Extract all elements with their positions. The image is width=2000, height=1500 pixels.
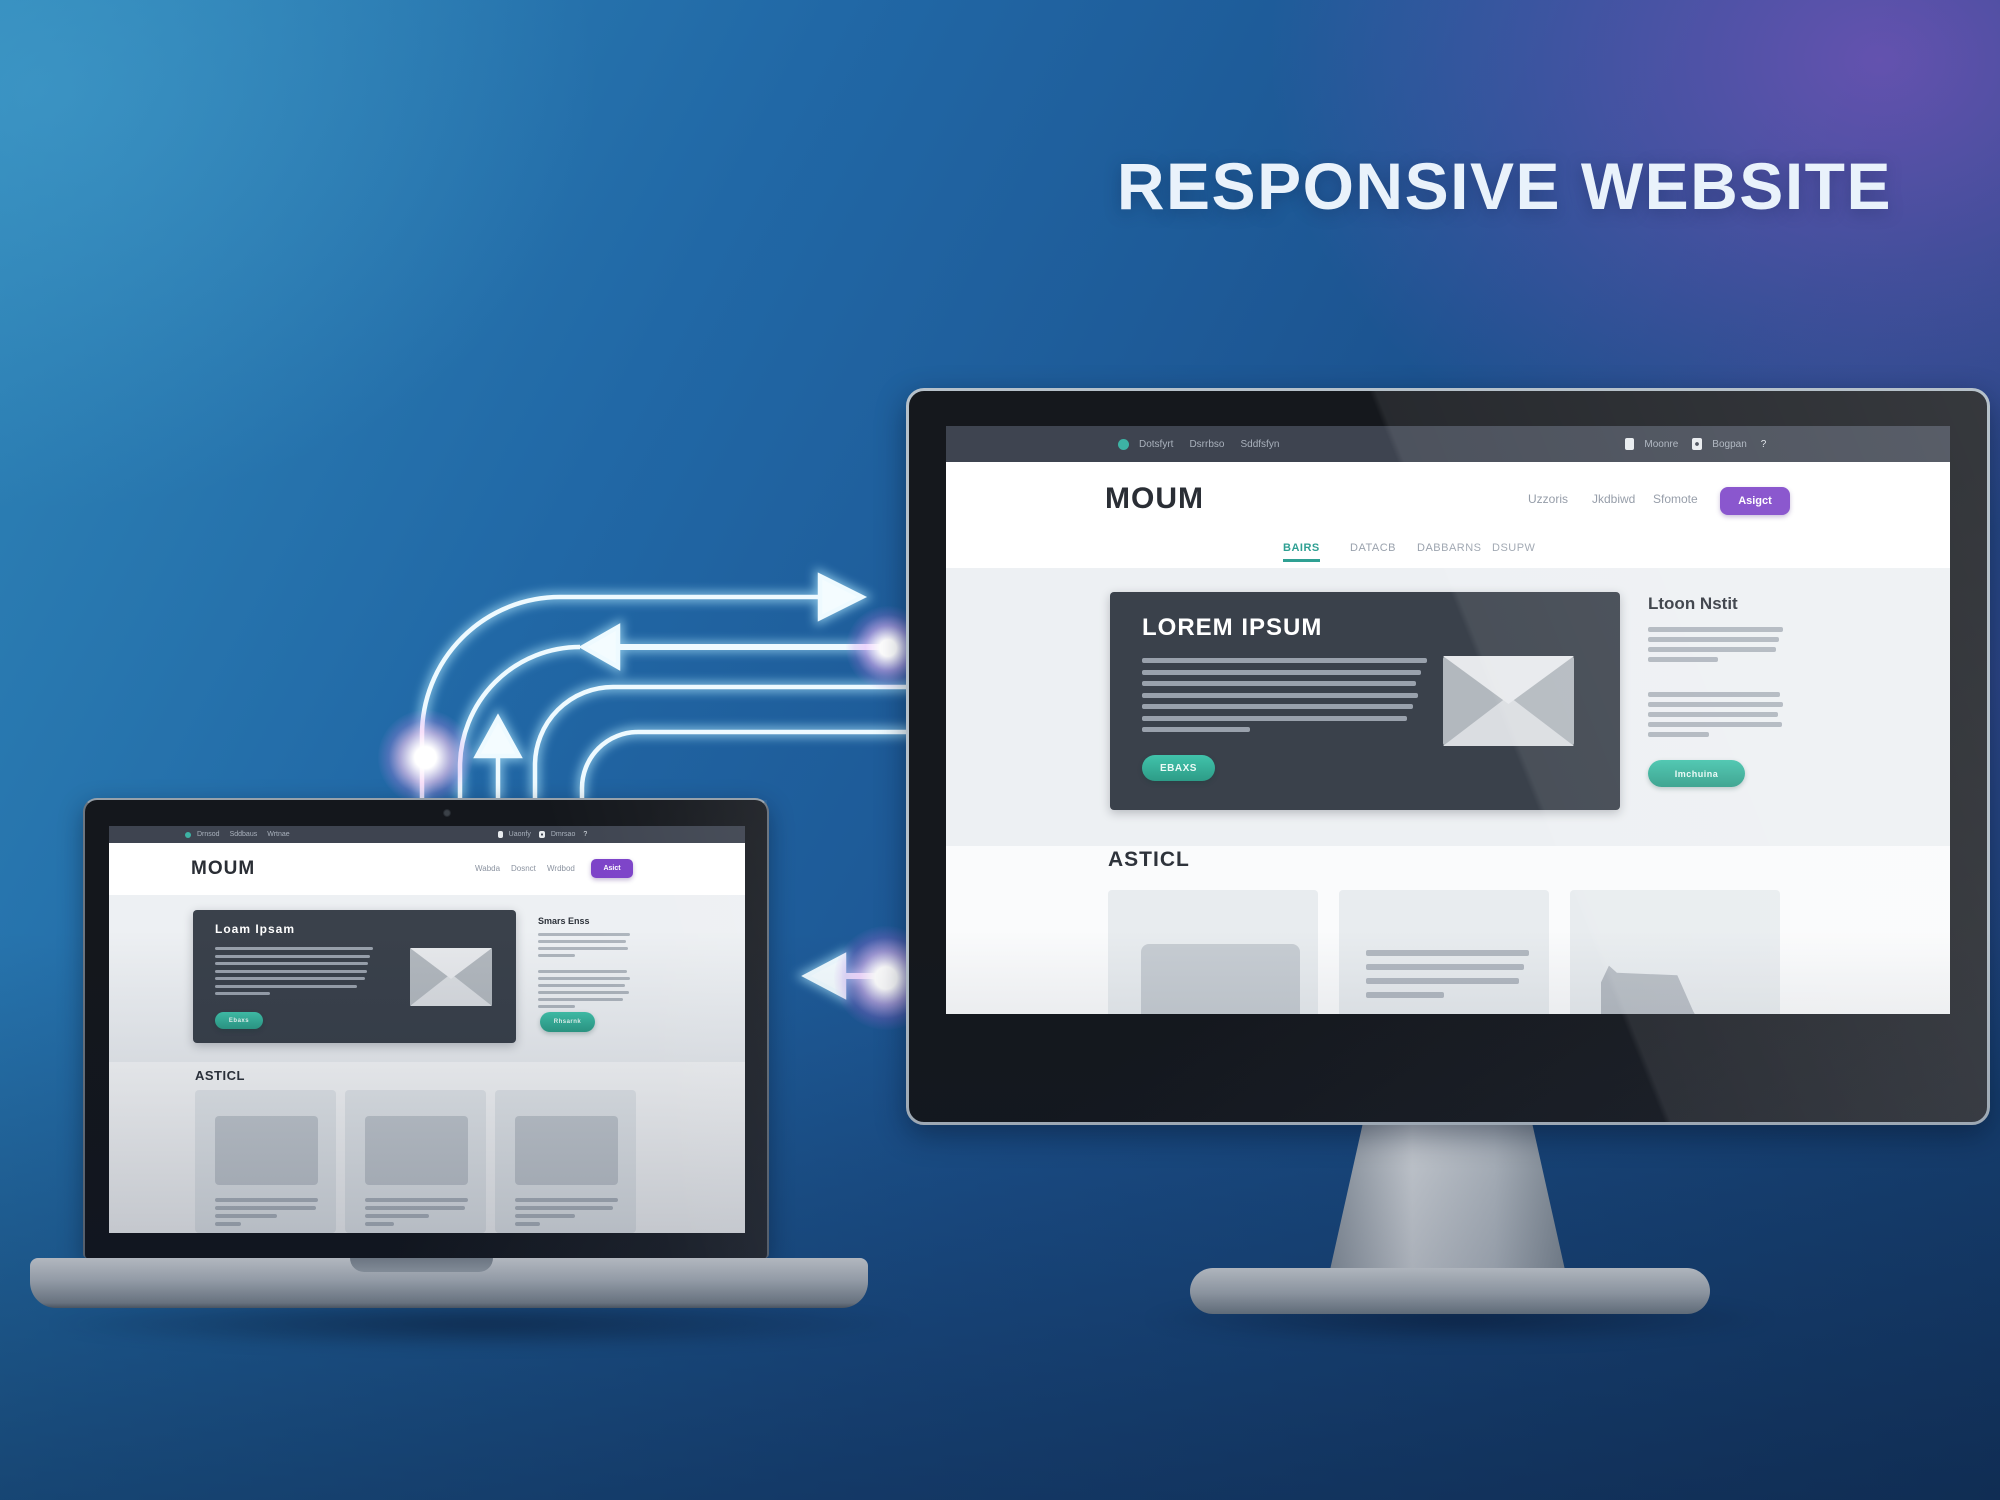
laptop-hero-card: Loam Ipsam Ebaxs: [193, 910, 516, 1043]
logo-dot-icon: [185, 831, 191, 838]
left-arrowhead-icon: [578, 623, 621, 671]
sidebar-paragraph: [538, 933, 630, 961]
topbar-link[interactable]: Sddfsfyn: [1240, 439, 1279, 450]
laptop-topbar: Drnsod Sddbaus Wrtnae Uaonfy Dmrsao ?: [109, 826, 745, 843]
card-placeholder-text: [365, 1198, 468, 1230]
sidebar-heading: Smars Enss: [538, 916, 590, 926]
laptop-articles-section: ASTICL: [109, 1062, 745, 1233]
topbar-link[interactable]: Wrtnae: [267, 831, 289, 838]
up-arrowhead-icon: [473, 713, 523, 759]
article-card-text[interactable]: [1339, 890, 1549, 1014]
card-placeholder-text: [215, 1198, 318, 1230]
monitor-tab-row: BAIRS DATACB DABBARNS DSUPW: [946, 534, 1950, 569]
monitor-site-header: MOUM Uzzoris Jkdbiwd Sfomote Asigct: [946, 462, 1950, 534]
cta-button[interactable]: Asict: [591, 859, 633, 878]
site-logo[interactable]: MOUM: [1105, 482, 1204, 516]
image-placeholder: [515, 1116, 618, 1185]
site-logo[interactable]: MOUM: [191, 858, 255, 880]
laptop-display: Drnsod Sddbaus Wrtnae Uaonfy Dmrsao ? MO…: [109, 826, 745, 1233]
document-icon[interactable]: [1625, 438, 1635, 450]
topbar-link[interactable]: Dsrrbso: [1189, 439, 1224, 450]
nav-link[interactable]: Wrdbod: [547, 864, 575, 873]
hero-cta-button[interactable]: Ebaxs: [215, 1012, 263, 1029]
topbar-link[interactable]: Dmrsao: [551, 831, 576, 838]
sidebar-paragraph: [1648, 627, 1783, 667]
poster-title: RESPONSIVE WEBSITE: [1117, 148, 1892, 224]
image-placeholder: [1141, 944, 1300, 1014]
card-row: [195, 1090, 636, 1233]
nav-link[interactable]: Uzzoris: [1528, 492, 1568, 506]
hero-heading: Loam Ipsam: [215, 922, 295, 936]
logo-dot-icon: [1118, 438, 1129, 450]
tab[interactable]: DSUPW: [1492, 542, 1535, 554]
tab-active[interactable]: BAIRS: [1283, 542, 1320, 562]
monitor-articles-section: ASTICL: [946, 846, 1950, 1014]
nav-link[interactable]: Jkdbiwd: [1592, 492, 1635, 506]
card-row: [1108, 890, 1780, 1014]
notification-icon[interactable]: [538, 831, 545, 838]
section-heading: ASTICL: [1108, 848, 1190, 872]
image-placeholder: [365, 1116, 468, 1185]
envelope-icon: [1443, 656, 1574, 746]
card-placeholder-text: [515, 1198, 618, 1230]
hero-cta-button[interactable]: EBAXS: [1142, 755, 1215, 781]
hero-heading: LOREM IPSUM: [1142, 614, 1322, 642]
arc-line-inner: [579, 729, 912, 800]
laptop-site-header: MOUM Wabda Dosnct Wrdbod Asict: [109, 843, 745, 895]
area-chart-placeholder: [1601, 965, 1695, 1014]
card-placeholder-text: [1366, 950, 1529, 1006]
sidebar-cta-button[interactable]: Rhsarnk: [540, 1012, 595, 1032]
nav-link[interactable]: Wabda: [475, 864, 500, 873]
help-icon[interactable]: ?: [1761, 439, 1767, 450]
topbar-link[interactable]: Uaonfy: [509, 831, 531, 838]
notification-icon[interactable]: [1692, 438, 1703, 450]
sidebar-paragraph: [1648, 692, 1783, 742]
monitor-topbar: Dotsfyrt Dsrrbso Sddfsfyn Moonre Bogpan …: [946, 426, 1950, 462]
topbar-link[interactable]: Dotsfyrt: [1139, 439, 1173, 450]
monitor-hero-card: LOREM IPSUM EBAXS: [1110, 592, 1620, 810]
arc-line-third: [532, 684, 912, 800]
article-card-image[interactable]: [1108, 890, 1318, 1014]
right-arrowhead-icon: [817, 572, 868, 622]
monitor-stand-base: [1190, 1268, 1710, 1314]
laptop-notch: [350, 1258, 493, 1272]
sidebar-paragraph: [538, 970, 630, 1012]
article-card[interactable]: [495, 1090, 636, 1233]
topbar-link[interactable]: Sddbaus: [230, 831, 258, 838]
topbar-link[interactable]: Moonre: [1644, 439, 1678, 450]
article-card-chart[interactable]: [1570, 890, 1780, 1014]
tab[interactable]: DATACB: [1350, 542, 1396, 554]
image-placeholder: [215, 1116, 318, 1185]
article-card[interactable]: [195, 1090, 336, 1233]
sidebar-heading: Ltoon Nstit: [1648, 594, 1738, 614]
webcam-dot: [443, 809, 451, 817]
laptop-base: [30, 1258, 868, 1308]
monitor-stand-neck: [1330, 1123, 1565, 1270]
tab[interactable]: DABBARNS: [1417, 542, 1482, 554]
nav-link[interactable]: Dosnct: [511, 864, 536, 873]
article-card[interactable]: [345, 1090, 486, 1233]
topbar-link[interactable]: Drnsod: [197, 831, 220, 838]
topbar-link[interactable]: Bogpan: [1712, 439, 1746, 450]
monitor-display: Dotsfyrt Dsrrbso Sddfsfyn Moonre Bogpan …: [946, 426, 1950, 1014]
envelope-icon: [410, 948, 492, 1006]
hero-placeholder-text: [1142, 658, 1427, 739]
sidebar-cta-button[interactable]: Imchuina: [1648, 760, 1745, 787]
hero-placeholder-text: [215, 947, 373, 1000]
nav-link[interactable]: Sfomote: [1653, 492, 1698, 506]
section-heading: ASTICL: [195, 1068, 245, 1083]
cta-button[interactable]: Asigct: [1720, 487, 1790, 515]
document-icon[interactable]: [497, 831, 503, 838]
help-icon[interactable]: ?: [583, 831, 587, 838]
